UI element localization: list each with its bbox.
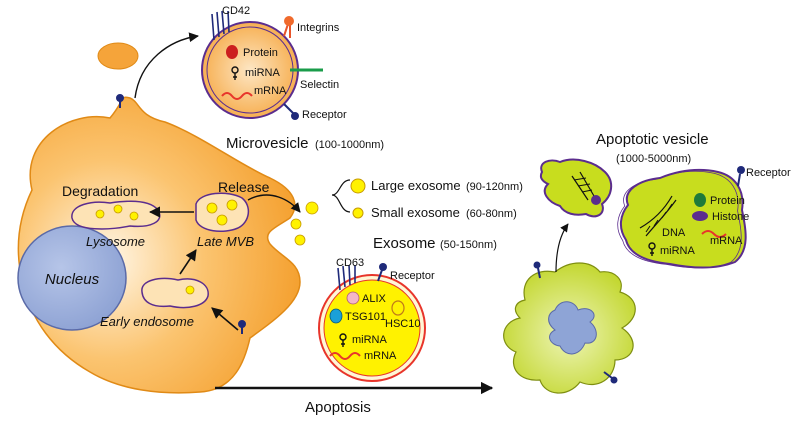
mrna-icon <box>329 352 361 360</box>
released-exosome <box>294 234 306 246</box>
arrow-release <box>247 194 301 213</box>
hsc10-label: HSC10 <box>385 318 420 330</box>
histone-icon <box>692 211 708 221</box>
fragmented-nucleus <box>548 301 597 355</box>
microvesicle-size: (100-1000nm) <box>315 139 384 151</box>
dna-icon <box>639 195 677 237</box>
apop-mirna-label: miRNA <box>660 245 695 257</box>
mvb-vesicle <box>216 214 228 226</box>
mrna-icon <box>701 230 727 238</box>
lysosome-vesicle <box>129 211 139 221</box>
small-exosome-icon <box>352 207 364 219</box>
apoptotic-vesicle-detail: Apoptotic vesicle (1000-5000nm) Receptor… <box>539 131 791 269</box>
arrow-to-endosome <box>211 307 239 331</box>
apop-protein-label: Protein <box>710 195 745 207</box>
arrow-to-mvb <box>179 249 197 275</box>
exo-mirna-label: miRNA <box>352 334 387 346</box>
exosome-size: (50-150nm) <box>440 239 497 251</box>
apop-histone-label: Histone <box>712 211 749 223</box>
lysosome-vesicle <box>113 204 123 214</box>
small-microvesicle <box>97 42 139 70</box>
mvb-vesicle <box>206 202 218 214</box>
mv-mrna-label: mRNA <box>254 85 287 97</box>
alix-icon <box>346 291 360 305</box>
apop-mrna-label: mRNA <box>710 235 743 247</box>
release-label: Release <box>218 179 270 195</box>
receptor-icon <box>737 166 745 187</box>
apoptosis-label: Apoptosis <box>305 399 371 416</box>
mirna-icon <box>648 242 656 256</box>
cd42-label: CD42 <box>222 5 250 17</box>
exosome-size-key: Large exosome (90-120nm) Small exosome (… <box>331 178 523 220</box>
mrna-icon <box>221 92 253 100</box>
mvb-vesicle <box>226 199 238 211</box>
receptor-icon <box>116 94 246 334</box>
receptor-icon <box>283 103 299 120</box>
receptor-icon <box>377 263 387 282</box>
selectin-label: Selectin <box>300 79 339 91</box>
mv-receptor-label: Receptor <box>302 109 347 121</box>
integrins-label: Integrins <box>297 22 340 34</box>
apoptotic-title: Apoptotic vesicle <box>596 131 709 148</box>
early-endosome-label: Early endosome <box>100 314 194 329</box>
protein-icon <box>226 45 238 59</box>
mv-mirna-label: miRNA <box>245 67 280 79</box>
alix-label: ALIX <box>362 293 387 305</box>
lysosome-vesicle <box>95 209 105 219</box>
large-exosome-label: Large exosome <box>371 178 461 193</box>
protein-icon <box>694 193 706 207</box>
exosome-title: Exosome <box>373 235 436 252</box>
mirna-icon <box>231 66 239 80</box>
degradation-label: Degradation <box>62 183 138 199</box>
lysosome-label: Lysosome <box>86 234 145 249</box>
microvesicle-detail: CD42 Integrins Protein miRNA mRNA Select… <box>201 5 384 152</box>
arrow-to-apoptotic-vesicle <box>555 223 569 273</box>
released-exosome <box>305 201 319 215</box>
early-endosome <box>141 277 209 309</box>
parent-cell: Nucleus Degradation Lysosome Release Lat… <box>17 32 319 394</box>
apoptotic-cell <box>503 223 636 394</box>
endosome-vesicle <box>185 285 195 295</box>
large-exosome-size: (90-120nm) <box>466 181 523 193</box>
dna-icon <box>573 177 593 193</box>
large-exosome-icon <box>350 178 366 194</box>
exosome-detail: Exosome (50-150nm) CD63 Receptor ALIX TS… <box>318 235 497 382</box>
apop-receptor-label: Receptor <box>746 167 791 179</box>
nucleus <box>17 225 127 331</box>
cd63-icon <box>337 264 356 291</box>
key-bracket <box>331 179 351 213</box>
hsc10-icon <box>391 300 405 316</box>
small-exosome-label: Small exosome <box>371 205 460 220</box>
small-exosome-size: (60-80nm) <box>466 208 517 220</box>
mirna-icon <box>339 333 347 347</box>
microvesicle-title: Microvesicle <box>226 135 309 152</box>
apoptotic-size: (1000-5000nm) <box>616 153 691 165</box>
exo-mrna-label: mRNA <box>364 350 397 362</box>
arrow-to-microvesicle <box>134 32 199 99</box>
integrin-icon <box>283 16 294 38</box>
released-exosome <box>290 218 302 230</box>
receptor-icon <box>533 261 618 384</box>
apop-dna-label: DNA <box>662 227 686 239</box>
exo-receptor-label: Receptor <box>390 270 435 282</box>
late-mvb-label: Late MVB <box>197 234 254 249</box>
histone-icon <box>591 195 601 205</box>
tsg101-icon <box>329 308 343 324</box>
late-mvb <box>195 192 250 233</box>
mv-protein-label: Protein <box>243 47 278 59</box>
nucleus-label: Nucleus <box>45 271 100 288</box>
tsg101-label: TSG101 <box>345 311 386 323</box>
cd42-icon <box>211 10 230 41</box>
cd63-label: CD63 <box>336 257 364 269</box>
